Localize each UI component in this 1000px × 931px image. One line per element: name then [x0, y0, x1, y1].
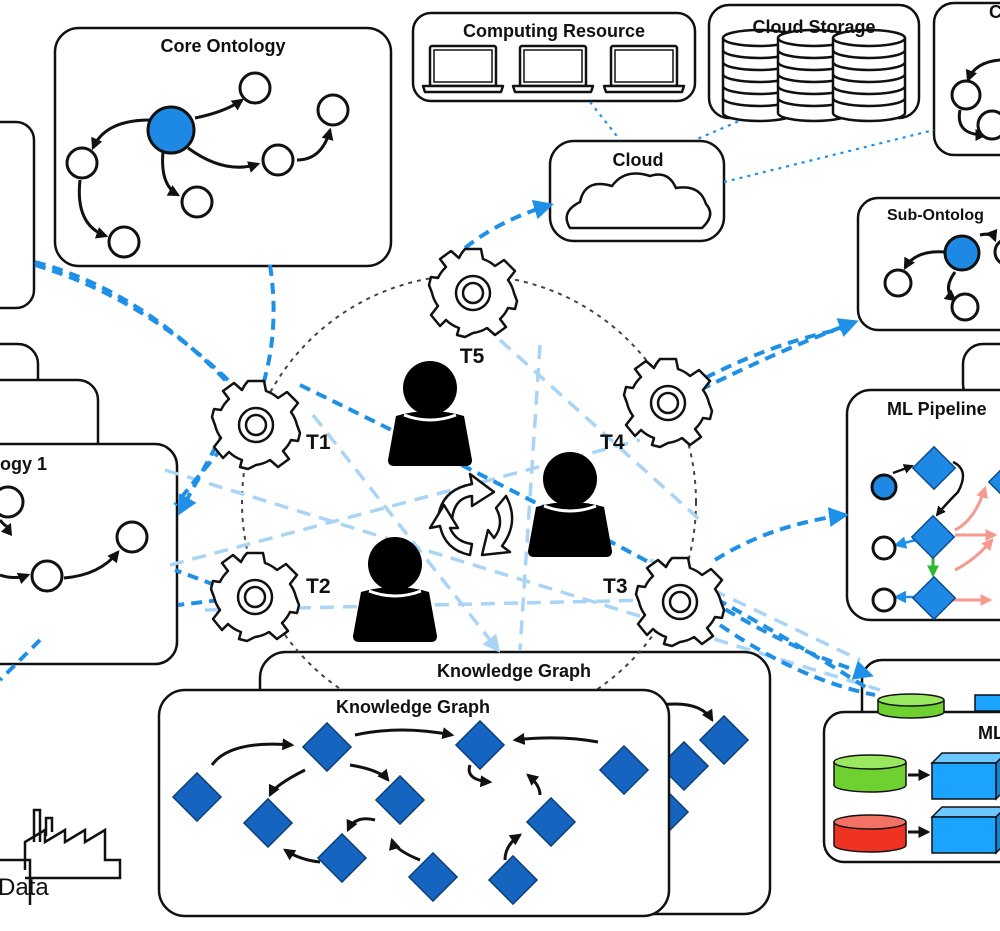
knowledge-graph-back-title: Knowledge Graph — [436, 661, 592, 681]
top-right-partial-title: C — [989, 2, 1000, 22]
gear-icon — [634, 556, 726, 648]
ontology-1-panel — [0, 442, 179, 666]
ml-pipeline-title: ML Pipeline — [887, 399, 987, 419]
refresh-cycle-icon — [428, 472, 514, 557]
data-label: Data — [0, 874, 49, 901]
database-stack-icon — [831, 28, 907, 123]
sub-ontology-graph — [883, 228, 1000, 322]
gear-icon — [622, 357, 714, 449]
ml-pipeline-panel — [845, 388, 1000, 622]
knowledge-graph-front-title: Knowledge Graph — [335, 697, 491, 717]
gear-icon — [427, 247, 519, 339]
gear-icon — [210, 379, 302, 471]
core-node-main — [146, 105, 196, 155]
cloud-icon — [565, 172, 712, 230]
core-ontology-panel — [53, 26, 393, 268]
core-ontology-title: Core Ontology — [160, 36, 286, 56]
task-label-t5: T5 — [459, 345, 485, 368]
task-cycle-ring — [241, 274, 697, 730]
ontology-1-title: ogy 1 — [0, 454, 48, 474]
laptop-icon — [421, 44, 505, 94]
left-top-partial-panel — [0, 120, 36, 310]
task-label-t2: T2 — [306, 575, 331, 598]
user-icon — [526, 450, 614, 559]
laptop-icon — [602, 44, 686, 94]
user-icon — [351, 535, 439, 644]
user-icon — [386, 359, 474, 468]
ml-partial-title: ML — [978, 723, 1000, 743]
ml-pipeline-graph — [870, 446, 1000, 620]
ml-partial-content — [833, 693, 1000, 854]
kg-front-graph — [172, 720, 649, 905]
data-source — [0, 808, 122, 905]
core-ontology-graph — [65, 71, 350, 259]
laptop-icon — [511, 44, 595, 94]
task-label-t1: T1 — [306, 431, 331, 454]
cloud-storage-title: Cloud Storage — [752, 17, 876, 37]
computing-resource-title: Computing Resource — [462, 21, 646, 41]
resource-links — [589, 101, 935, 184]
task-label-t3: T3 — [603, 575, 628, 598]
gear-icon — [209, 551, 301, 643]
cloud-title: Cloud — [612, 150, 664, 170]
sub-ontology-title: Sub-Ontolog — [887, 207, 984, 224]
ontology-1-graph — [0, 485, 149, 593]
task-label-t4: T4 — [600, 431, 625, 454]
main-links — [0, 200, 876, 697]
